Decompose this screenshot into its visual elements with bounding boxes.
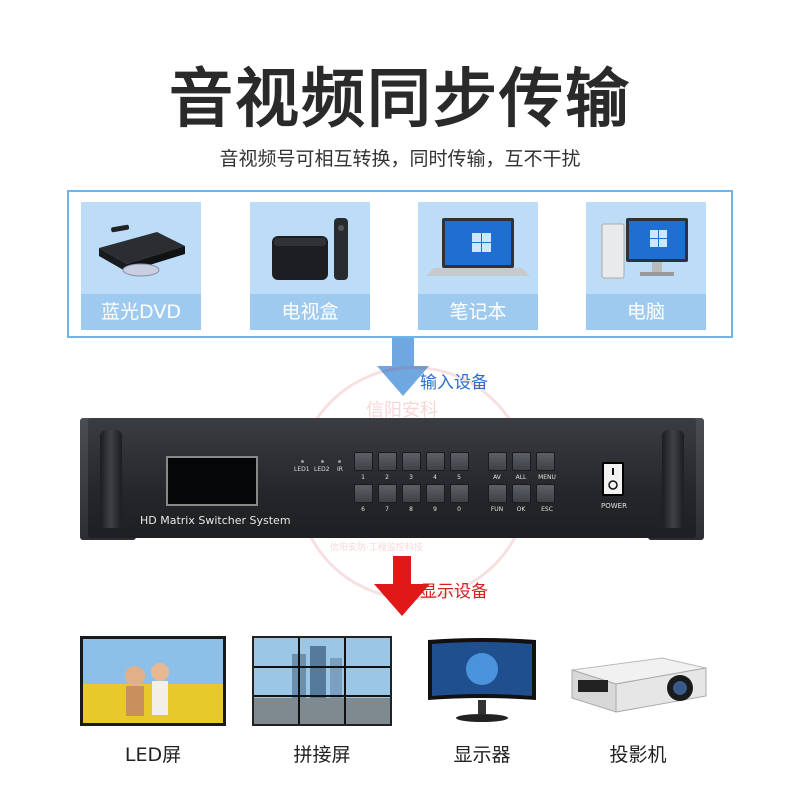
key-0[interactable]: [450, 484, 469, 503]
key-fun[interactable]: [488, 484, 507, 503]
input-label-laptop: 笔记本: [449, 301, 507, 323]
input-label-dvd: 蓝光DVD: [101, 301, 181, 323]
output-label-projector: 投影机: [609, 744, 667, 766]
laptop-icon: [418, 202, 538, 294]
projector-icon: [566, 636, 710, 726]
power-label: POWER: [601, 502, 627, 510]
key-label-7: 7: [385, 506, 389, 513]
key-2[interactable]: [378, 452, 397, 471]
power-switch[interactable]: [602, 462, 624, 496]
key-1[interactable]: [354, 452, 373, 471]
input-card-tvbox: 电视盒: [250, 202, 370, 330]
key-esc[interactable]: [536, 484, 555, 503]
led-label-2: LED2: [314, 466, 330, 473]
led-indicator-2: [321, 460, 324, 463]
input-label-desktop: 电脑: [626, 301, 665, 323]
key-label-fun: FUN: [490, 506, 504, 513]
key-label-6: 6: [361, 506, 365, 513]
key-label-menu: MENU: [538, 474, 556, 481]
page-subtitle: 音视频号可相互转换，同时传输，互不干扰: [219, 148, 581, 170]
key-label-ok: OK: [516, 506, 526, 513]
key-av[interactable]: [488, 452, 507, 471]
key-label-4: 4: [433, 474, 437, 481]
video-wall-icon: [252, 636, 392, 726]
arrow-down-icon: [374, 556, 430, 616]
key-label-9: 9: [433, 506, 437, 513]
output-devices-label: 显示设备: [420, 582, 488, 602]
key-all[interactable]: [512, 452, 531, 471]
led-label-1: LED1: [294, 466, 310, 473]
watermark-top-text: 信阳安科: [366, 400, 438, 421]
key-4[interactable]: [426, 452, 445, 471]
key-label-5: 5: [457, 474, 461, 481]
lcd-screen: [166, 456, 258, 506]
key-7[interactable]: [378, 484, 397, 503]
key-label-esc: ESC: [541, 506, 553, 513]
key-label-2: 2: [385, 474, 389, 481]
output-label-monitor: 显示器: [453, 744, 511, 766]
key-9[interactable]: [426, 484, 445, 503]
page-title: 音视频同步传输: [169, 63, 631, 137]
key-ok[interactable]: [512, 484, 531, 503]
key-label-3: 3: [409, 474, 413, 481]
led-indicator-1: [301, 460, 304, 463]
key-3[interactable]: [402, 452, 421, 471]
key-label-0: 0: [457, 506, 461, 513]
led-screen-icon: [80, 636, 226, 726]
matrix-switcher-device: HD Matrix Switcher System LED1 LED2 IR 1…: [80, 418, 704, 540]
key-6[interactable]: [354, 484, 373, 503]
key-8[interactable]: [402, 484, 421, 503]
rack-handle-left: [100, 430, 122, 528]
led-label-ir: IR: [337, 466, 343, 473]
key-5[interactable]: [450, 452, 469, 471]
key-label-all: ALL: [515, 474, 527, 481]
input-label-tvbox: 电视盒: [281, 301, 339, 323]
key-label-8: 8: [409, 506, 413, 513]
key-label-av: AV: [493, 474, 501, 481]
watermark-bottom-text: 信阳安防·工程监控科技: [330, 543, 423, 553]
device-model-label: HD Matrix Switcher System: [140, 514, 291, 527]
input-card-laptop: 笔记本: [418, 202, 538, 330]
key-label-1: 1: [361, 474, 365, 481]
desktop-computer-icon: [586, 202, 706, 294]
output-label-led: LED屏: [124, 744, 182, 766]
output-label-video-wall: 拼接屏: [293, 744, 351, 766]
input-card-desktop: 电脑: [586, 202, 706, 330]
rack-handle-right: [662, 430, 684, 528]
tv-box-icon: [250, 202, 370, 294]
dvd-player-icon: [81, 202, 201, 294]
key-menu[interactable]: [536, 452, 555, 471]
input-card-dvd: 蓝光DVD: [81, 202, 201, 330]
led-indicator-ir: [338, 460, 341, 463]
monitor-icon: [424, 636, 540, 726]
